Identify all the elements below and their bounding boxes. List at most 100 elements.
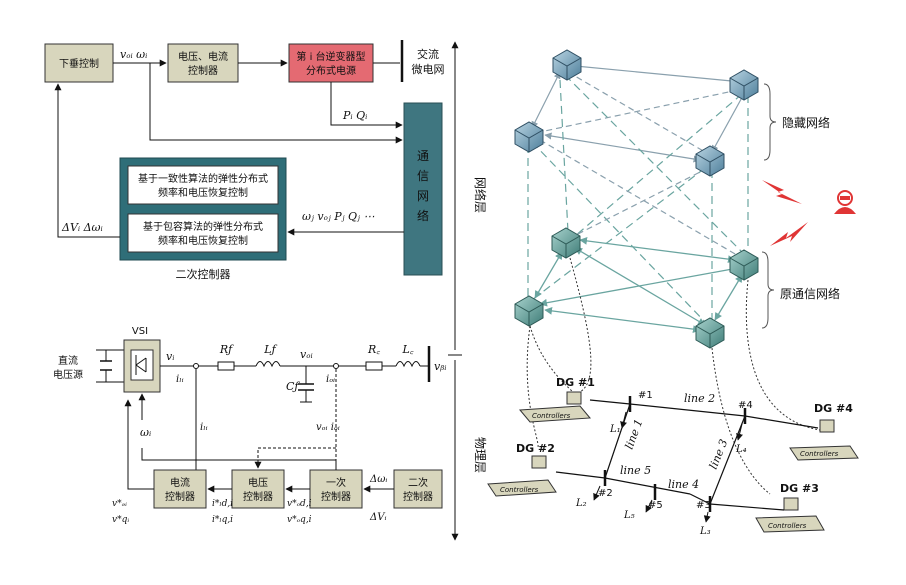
physical-layer-label: 物理层 [473,437,487,473]
delta-label: ΔVᵢ Δωᵢ [61,221,103,234]
dg2-controllers-label: Controllers [500,486,539,494]
load-5-label: L₅ [623,510,635,521]
dg2-inverter-icon [531,455,547,469]
voq-label: v*ₒq,i [287,515,312,525]
original-link [539,265,739,307]
primary-omega-wire [141,448,337,470]
node-dg-link [711,347,771,495]
rc-resistor [365,361,383,371]
original-link [534,251,563,299]
voi-label: vₒᵢ [300,348,313,361]
node-icon [729,69,759,101]
feeder-lines [555,399,819,511]
dg3-label: DG #3 [780,482,819,495]
voltage-current-controller-box [167,43,239,83]
vsi-label: VSI [132,326,148,337]
ioi-label: iₒᵢ [326,374,335,385]
hidden-link [544,132,701,163]
load-4-arrow [736,423,743,441]
inverter-circuit-diagram: VSI 直流 电压源 vᵢ iₗᵢ Rƒ Lƒ vₒᵢ Cƒ [53,326,446,525]
delta-v-label: ΔVᵢ [369,512,386,523]
hidden-link [569,167,709,239]
dg2-feeder [555,471,606,479]
hacker-head [837,190,853,206]
original-link [714,274,743,321]
load-4-label: L₄ [735,444,747,455]
original-network-label: 原通信网络 [780,286,840,301]
ili-measure-point [193,363,199,369]
dg2-label: DG #2 [516,442,555,455]
vsi-switch [130,349,154,381]
hidden-link [539,89,739,133]
original-node-4 [695,317,725,349]
bus-5-label: #5 [648,500,663,511]
dg3-controllers-box [755,515,825,533]
dg3-controllers-label: Controllers [768,522,807,530]
neighbor-info-label: ωⱼ vₒⱼ Pⱼ Qⱼ ⋯ [302,210,374,223]
omega-i-label: ωᵢ [140,426,151,439]
bus-3-label: #3 [696,500,711,511]
original-node-2 [729,249,759,281]
dg1-label: DG #1 [556,376,595,389]
comm-char-2: 信 [417,169,429,183]
hidden-network-label: 隐藏网络 [782,115,830,130]
voi-measure-point [333,363,339,369]
load-1-arrow [620,411,627,429]
dg4-inverter-icon [819,419,835,433]
node-icon [695,145,725,177]
cc-label-line2: 控制器 [165,490,195,503]
cc-label-line1: 电流 [170,476,190,489]
dg3-inverter-icon [783,497,799,511]
ac-grid-label-line2: 微电网 [412,62,445,76]
original-network-brace [761,251,775,329]
dg4-controllers-label: Controllers [800,450,839,458]
consensus-label-line1: 基于一致性算法的弹性分布式 [138,172,268,185]
node-icon-face [552,57,582,80]
node-icon [514,295,544,327]
comm-char-1: 通 [417,149,429,163]
lf-inductor [255,361,281,368]
ac-grid-label-line1: 交流 [417,47,439,61]
dg-2: DG #2 Controllers [487,442,557,497]
bus-2-label: #2 [598,488,613,499]
vbi-label: vᵦᵢ [434,360,446,373]
secondary-controller-box [393,469,443,509]
cf-label: Cƒ [286,380,300,393]
node-icon-face [551,235,581,258]
line-5-feeder [604,477,691,495]
voltage-controller-box [231,469,285,509]
vqi-label: v*qᵢ [112,515,129,525]
dg1-inverter-icon [566,391,582,405]
droop-control-label: 下垂控制 [59,57,99,70]
containment-label-line1: 基于包容算法的弹性分布式 [143,220,263,233]
node-icon [551,227,581,259]
dg4-controllers-box [789,445,859,461]
line-3-feeder [709,415,746,505]
line-2-feeder [629,403,746,417]
hidden-node-1 [552,49,582,81]
lightning-icon [762,180,802,204]
line-2-label: line 2 [684,392,715,405]
dg4-feeder [744,415,819,429]
dc-source-line1: 直流 [58,354,78,367]
load-2-label: L₂ [575,498,587,509]
hidden-node-4 [695,145,725,177]
ilq-label: i*ₗq,i [212,515,233,525]
line-1-feeder [604,403,631,479]
node-icon [729,249,759,281]
vsi-switch-symbol [135,355,147,375]
vc-label-line2: 控制器 [243,490,273,503]
vod-label: v*ₒd,i [287,499,312,509]
dc-source-line2: 电压源 [53,368,83,381]
hacker-mask [840,196,850,200]
load-3-label: L₃ [699,526,711,537]
line-5-label: line 5 [620,464,651,477]
lightning-icon [770,222,808,246]
containment-control-box [127,213,279,253]
droop-control-box [44,43,114,83]
node-icon-face [514,303,544,326]
voi-to-vc-wire [254,447,336,469]
ild-label: i*ₗd,i [212,499,233,509]
dg3-feeder [709,503,785,511]
inverter-label-line2: 分布式电源 [306,64,356,77]
